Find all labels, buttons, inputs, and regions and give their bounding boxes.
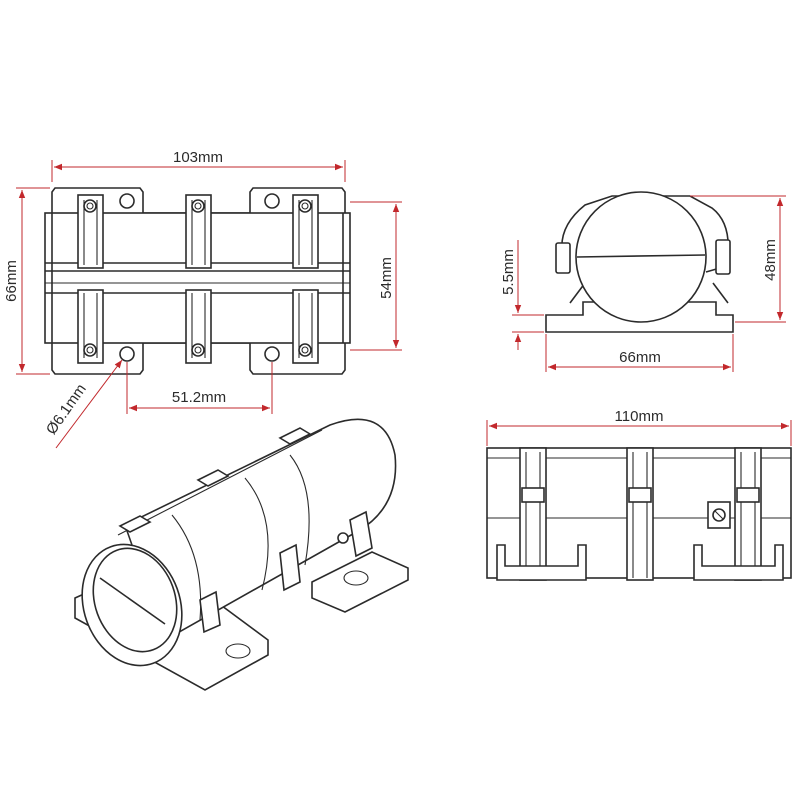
end-width-label: 66mm [619,349,661,366]
side-length-label: 110mm [615,408,664,425]
side-view-dimensions: 110mm [486,408,792,446]
top-height-label: 66mm [3,260,20,302]
side-view [486,447,792,581]
end-height-label: 48mm [762,239,779,281]
top-width-label: 103mm [173,149,223,166]
hole-diameter-label: Ø6.1mm [43,381,90,438]
end-view-dimensions: 5.5mm 48mm 66mm [500,195,786,372]
isometric-view [74,418,409,691]
hole-spacing-label: 51.2mm [172,389,226,406]
base-height-label: 5.5mm [500,249,517,295]
inner-height-label: 54mm [378,257,395,299]
top-view [44,187,351,375]
end-view [545,191,734,333]
